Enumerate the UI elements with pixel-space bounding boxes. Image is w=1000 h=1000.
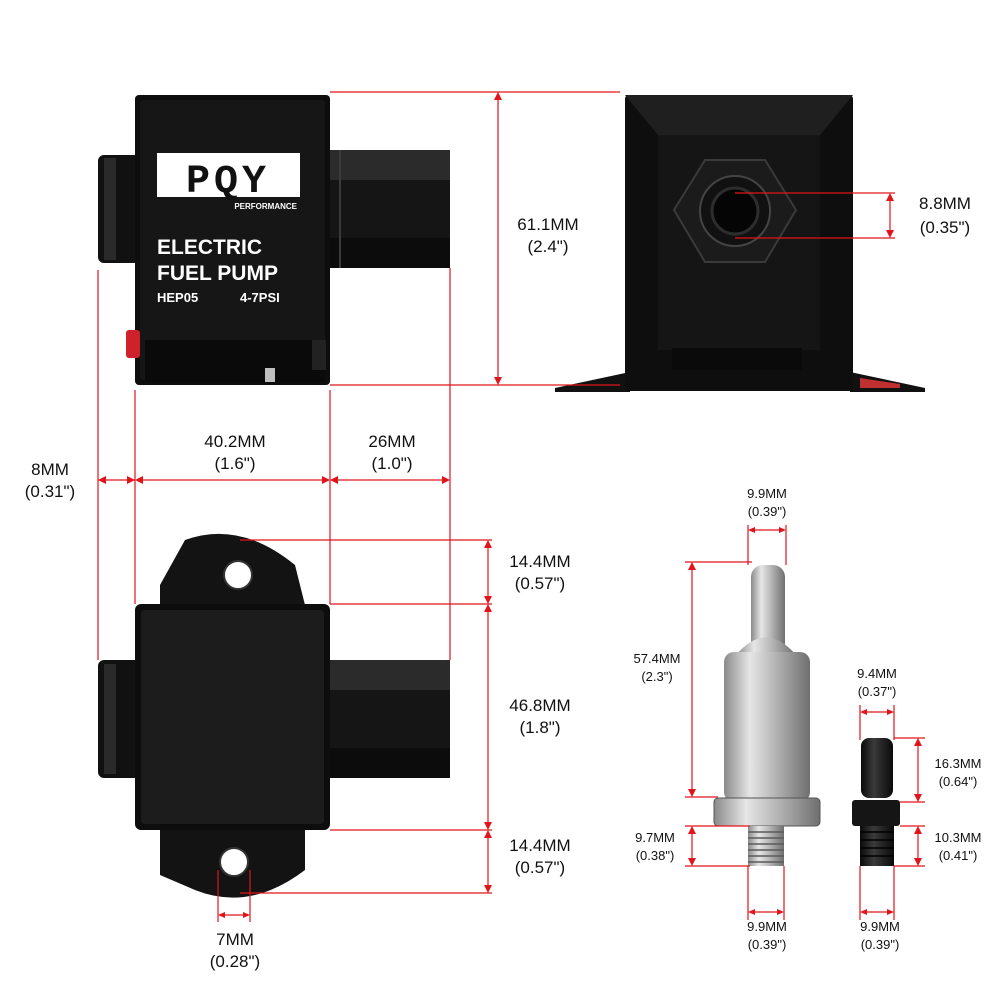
filter-thread-len-in: (0.38") bbox=[636, 848, 675, 863]
filter-thread-dia-in: (0.39") bbox=[748, 937, 787, 952]
barb-fitting bbox=[852, 738, 900, 866]
brand-subtext: PERFORMANCE bbox=[234, 202, 297, 211]
pump-top-view bbox=[98, 533, 450, 898]
barb-thread-len-mm: 10.3MM bbox=[935, 830, 982, 845]
filter-thread-dia-mm: 9.9MM bbox=[747, 919, 787, 934]
barb-dia-mm: 9.4MM bbox=[857, 666, 897, 681]
model-text: HEP05 bbox=[157, 290, 198, 305]
outlet-mm: 8.8MM bbox=[919, 194, 971, 213]
pressure-text: 4-7PSI bbox=[240, 290, 280, 305]
title-line-2: FUEL PUMP bbox=[157, 262, 278, 285]
ear-top-in: (0.57") bbox=[515, 574, 565, 593]
hex-len-in: (1.0") bbox=[372, 454, 413, 473]
ear-bottom-in: (0.57") bbox=[515, 858, 565, 877]
filter-thread-len-mm: 9.7MM bbox=[635, 830, 675, 845]
outlet-in: (0.35") bbox=[920, 218, 970, 237]
pump-end-view bbox=[555, 95, 925, 392]
barb-dia-in: (0.37") bbox=[858, 684, 897, 699]
title-line-1: ELECTRIC bbox=[157, 236, 262, 259]
body-len-in: (1.6") bbox=[215, 454, 256, 473]
side-offset-mm: 8MM bbox=[31, 460, 69, 479]
filter-tip-mm: 9.9MM bbox=[747, 486, 787, 501]
filter-len-in: (2.3") bbox=[641, 669, 672, 684]
ear-bottom-mm: 14.4MM bbox=[509, 836, 570, 855]
height-mm: 61.1MM bbox=[517, 215, 578, 234]
dimension-labels: 61.1MM (2.4") 8.8MM (0.35") 40.2MM (1.6"… bbox=[25, 194, 982, 971]
filter-tip-in: (0.39") bbox=[748, 504, 787, 519]
brand-text: PQY bbox=[186, 160, 270, 205]
hole-in: (0.28") bbox=[210, 952, 260, 971]
filter-fitting bbox=[713, 565, 821, 866]
pump-front-view: PQY PERFORMANCE ELECTRIC FUEL PUMP HEP05… bbox=[98, 95, 450, 385]
body-len-mm: 40.2MM bbox=[204, 432, 265, 451]
ear-top-mm: 14.4MM bbox=[509, 552, 570, 571]
pqy-logo bbox=[157, 153, 300, 197]
side-offset-in: (0.31") bbox=[25, 482, 75, 501]
hex-len-mm: 26MM bbox=[368, 432, 415, 451]
body-width-in: (1.8") bbox=[520, 718, 561, 737]
body-width-mm: 46.8MM bbox=[509, 696, 570, 715]
barb-thread-dia-mm: 9.9MM bbox=[860, 919, 900, 934]
barb-thread-len-in: (0.41") bbox=[939, 848, 978, 863]
hole-mm: 7MM bbox=[216, 930, 254, 949]
barb-len-mm: 16.3MM bbox=[935, 756, 982, 771]
height-in: (2.4") bbox=[528, 237, 569, 256]
barb-len-in: (0.64") bbox=[939, 774, 978, 789]
barb-thread-dia-in: (0.39") bbox=[861, 937, 900, 952]
dimension-lines bbox=[97, 91, 925, 922]
filter-len-mm: 57.4MM bbox=[634, 651, 681, 666]
